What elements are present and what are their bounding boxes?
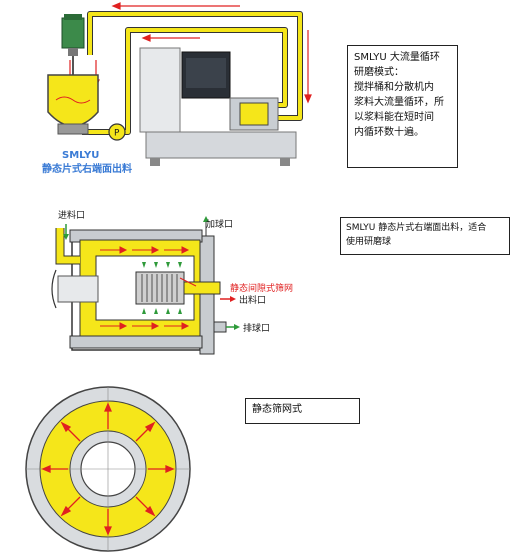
section1-note-line: 内循环数十遍。 xyxy=(354,127,424,138)
mixing-tank xyxy=(47,74,99,135)
section1-title-line1: SMLYU xyxy=(62,150,99,161)
inlet-label: 进料口 xyxy=(58,209,85,221)
ball-drain-port xyxy=(213,321,240,333)
rotor-shaft xyxy=(51,269,99,309)
gap-screen xyxy=(135,271,221,305)
drain-port-label: 排球口 xyxy=(243,322,270,334)
outlet-arrow xyxy=(220,296,236,302)
screen-ring-cross-section xyxy=(25,386,191,552)
fill-port-label: 加球口 xyxy=(206,218,233,230)
section2-description: SMLYU 静态片式右端面出料，适合 使用研磨球 xyxy=(340,217,510,255)
screen-label: 静态间隙式筛网 xyxy=(230,282,293,294)
section1-description: SMLYU 大流量循环 研磨模式： 搅拌桶和分散机内 浆料大流量循环，所 以浆料… xyxy=(347,45,458,168)
disperser-machine xyxy=(139,47,297,166)
pump-label: P xyxy=(114,129,120,139)
pump: P xyxy=(108,123,126,141)
ball-fill-port xyxy=(203,216,209,236)
circulation-system-diagram: P SMLYU 静态片式右端面出料 xyxy=(42,2,312,175)
section3-description: 静态筛网式 xyxy=(245,398,360,424)
section1-note-line: 以浆料能在短时间 xyxy=(354,112,434,123)
mill-chamber-cross-section: 进料口 加球口 静态间隙式筛网 出料口 排球口 xyxy=(51,209,293,355)
section1-note-line: 搅拌桶和分散机内 xyxy=(354,82,434,93)
section1-title-line2: 静态片式右端面出料 xyxy=(42,162,132,175)
radial-flow-arrows xyxy=(41,402,175,536)
section2-note-line: SMLYU 静态片式右端面出料，适合 xyxy=(346,223,487,233)
section1-note-line: SMLYU 大流量循环 xyxy=(354,52,440,63)
inlet-pipe xyxy=(55,224,80,265)
section3-note: 静态筛网式 xyxy=(252,404,302,415)
section2-note-line: 使用研磨球 xyxy=(346,237,392,247)
section1-note-line: 研磨模式： xyxy=(354,67,404,78)
chamber-flow-arrows xyxy=(100,246,190,330)
section1-note-line: 浆料大流量循环，所 xyxy=(354,97,444,108)
outlet-label: 出料口 xyxy=(239,294,266,306)
screen-entry-arrows xyxy=(142,262,182,314)
